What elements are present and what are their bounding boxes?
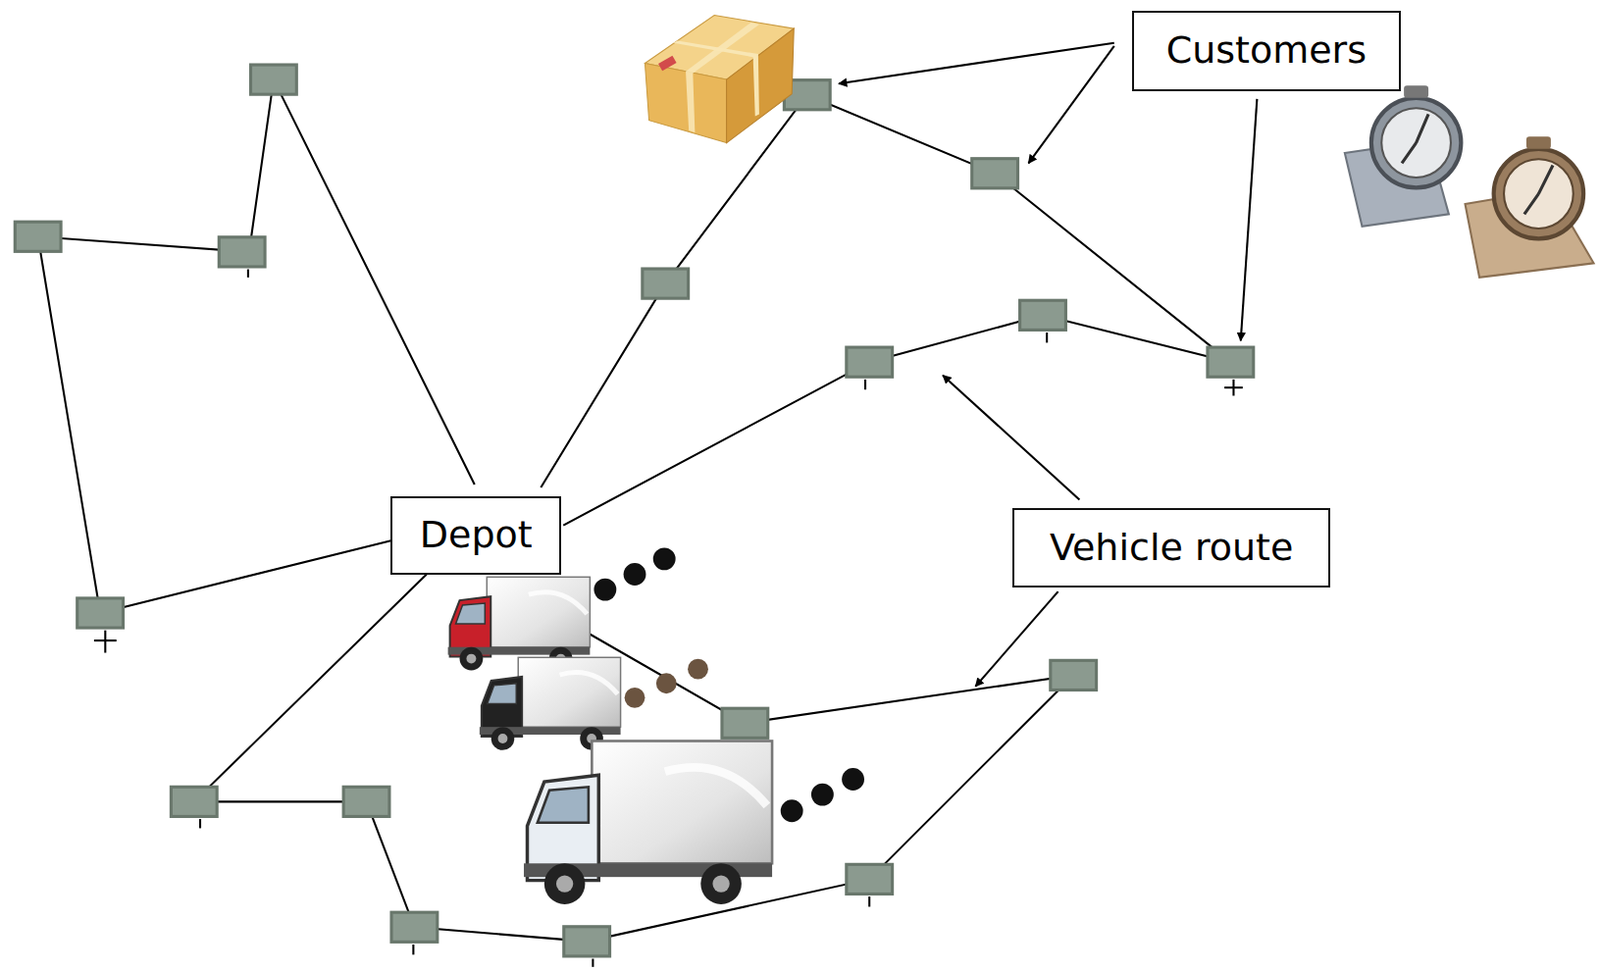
- leader-arrow: [838, 43, 1257, 687]
- dots: [593, 547, 865, 823]
- box-label: Customers: [1166, 30, 1367, 72]
- box-label: Depot: [419, 515, 533, 557]
- package-icon: [644, 15, 794, 144]
- label-box: Customers: [1132, 10, 1402, 91]
- label-box: Depot: [390, 496, 562, 575]
- truck-icon: [448, 576, 773, 905]
- clock-icon: [1344, 85, 1595, 278]
- label-box: Vehicle route: [1012, 508, 1332, 588]
- box-label: Vehicle route: [1049, 527, 1293, 569]
- tick-mark: [94, 269, 1243, 968]
